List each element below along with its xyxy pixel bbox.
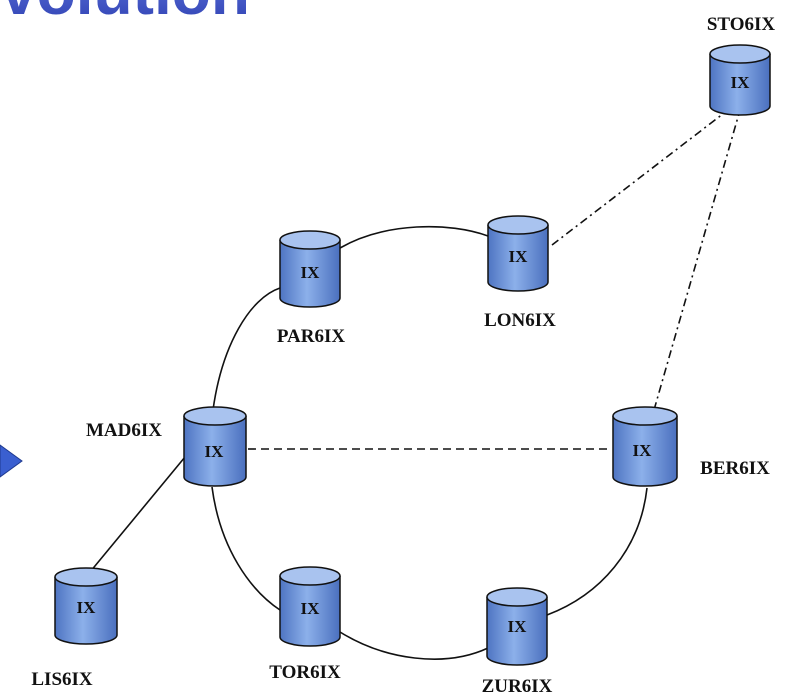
- links-layer: [89, 109, 741, 660]
- node-label: TOR6IX: [269, 662, 341, 683]
- node-label: LON6IX: [484, 310, 556, 331]
- node-par6ix: IX PAR6IX: [277, 230, 346, 347]
- node-label: LIS6IX: [31, 669, 93, 690]
- node-badge: IX: [731, 73, 751, 92]
- page-title: e Evolution: [0, 0, 250, 28]
- link-tor-zur: [339, 631, 489, 660]
- link-zur-ber: [546, 487, 648, 616]
- node-zur6ix: IX ZUR6IX: [482, 587, 553, 697]
- link-mad-par: [212, 287, 281, 411]
- node-ber6ix: IX BER6IX: [612, 406, 770, 487]
- link-mad-lis: [89, 456, 186, 573]
- link-lon-sto: [551, 109, 729, 246]
- link-ber-sto: [653, 109, 741, 411]
- node-lon6ix: IX LON6IX: [484, 215, 556, 331]
- node-label: MAD6IX: [86, 420, 162, 441]
- node-badge: IX: [205, 442, 225, 461]
- node-badge: IX: [633, 441, 653, 460]
- node-mad6ix: IX MAD6IX: [86, 406, 247, 487]
- link-mad-tor: [211, 486, 281, 611]
- arrow-right-icon: [0, 444, 23, 478]
- node-sto6ix: IX STO6IX: [707, 14, 776, 116]
- node-badge: IX: [301, 263, 321, 282]
- node-lis6ix: IX LIS6IX: [31, 567, 118, 690]
- node-label: PAR6IX: [277, 326, 346, 347]
- node-badge: IX: [301, 599, 321, 618]
- link-par-lon: [339, 225, 489, 249]
- node-label: BER6IX: [700, 458, 770, 479]
- node-badge: IX: [508, 617, 528, 636]
- node-label: STO6IX: [707, 14, 776, 35]
- node-tor6ix: IX TOR6IX: [269, 566, 341, 683]
- node-label: ZUR6IX: [482, 676, 553, 697]
- node-badge: IX: [509, 247, 529, 266]
- node-badge: IX: [77, 598, 97, 617]
